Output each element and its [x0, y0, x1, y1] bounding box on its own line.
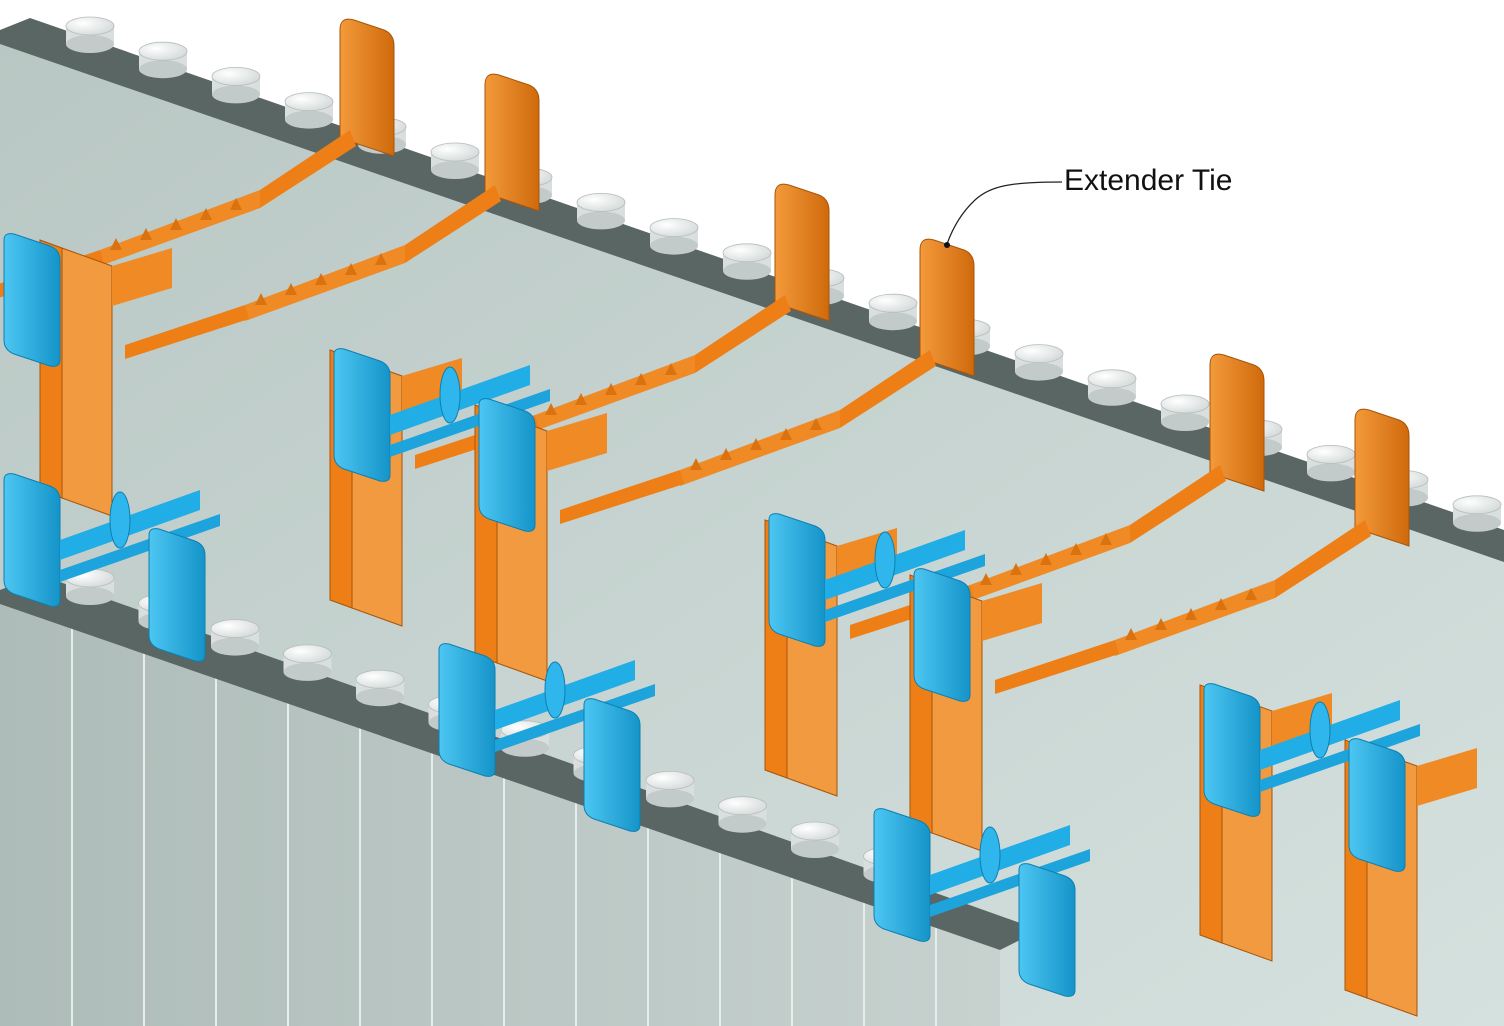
- blue-tie: [873, 808, 1090, 942]
- blue-tie: [478, 398, 536, 532]
- blue-tie: [583, 698, 641, 832]
- stud: [355, 669, 405, 707]
- stud: [283, 644, 332, 681]
- blue-tie: [1203, 683, 1420, 817]
- stud: [65, 568, 115, 605]
- extender-tie-label: Extender Tie: [1064, 164, 1233, 197]
- stud: [576, 192, 626, 230]
- stud: [138, 41, 188, 79]
- stud: [211, 67, 261, 104]
- stud: [1160, 394, 1210, 431]
- stud: [649, 218, 699, 255]
- blue-tie: [148, 528, 206, 662]
- stud: [1014, 344, 1064, 381]
- back-panel-top: [0, 18, 1504, 562]
- blue-ties: [3, 233, 1420, 997]
- extender-tie: [995, 408, 1410, 694]
- stud: [210, 619, 260, 656]
- blue-tie: [3, 233, 61, 367]
- stud: [645, 771, 695, 808]
- stud: [284, 92, 334, 129]
- front-panel-grooves: [71, 625, 937, 1026]
- front-panel-top: [0, 575, 1040, 950]
- callout-leader: [946, 181, 1063, 245]
- stud: [722, 243, 772, 280]
- stud: [65, 16, 115, 53]
- extender-ties: [0, 18, 1477, 1017]
- stud: [1452, 495, 1502, 532]
- stud: [868, 293, 918, 331]
- callout-dot: [944, 242, 950, 248]
- stud: [1306, 444, 1356, 482]
- blue-tie: [1018, 863, 1076, 997]
- blue-tie: [1348, 738, 1406, 872]
- blue-tie: [438, 643, 655, 777]
- extender-tie: [125, 73, 540, 359]
- stud: [430, 142, 480, 179]
- stud: [1087, 369, 1137, 406]
- blue-tie: [3, 473, 220, 607]
- stud: [718, 796, 767, 833]
- blue-tie: [768, 513, 985, 647]
- stud: [790, 821, 840, 858]
- blue-tie: [913, 568, 971, 702]
- extender-tie: [560, 238, 975, 524]
- front-panel-face: [0, 600, 1000, 1026]
